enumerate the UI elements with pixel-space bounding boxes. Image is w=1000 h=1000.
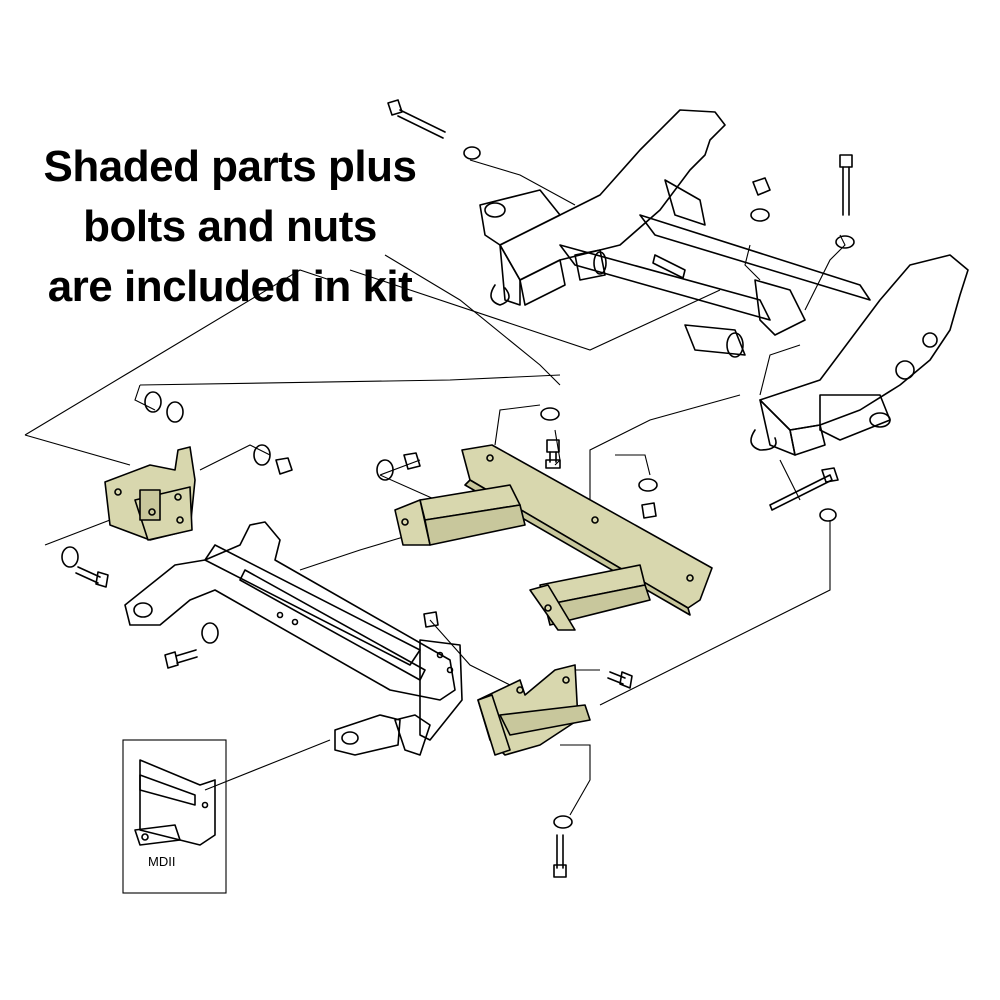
caption-line-1: Shaded parts plus [43,142,417,191]
hardware [61,99,855,878]
mdii-inset: MDII [122,739,227,894]
shaded-crossbar [394,444,713,631]
caption-line-2: bolts and nuts [83,202,377,251]
vehicle-frame [479,109,969,456]
leader-lines [24,159,846,816]
left-mount-bracket [104,446,196,541]
inset-label: MDII [148,854,175,869]
plow-push-frame [124,521,463,756]
right-mount-bracket [477,664,591,756]
